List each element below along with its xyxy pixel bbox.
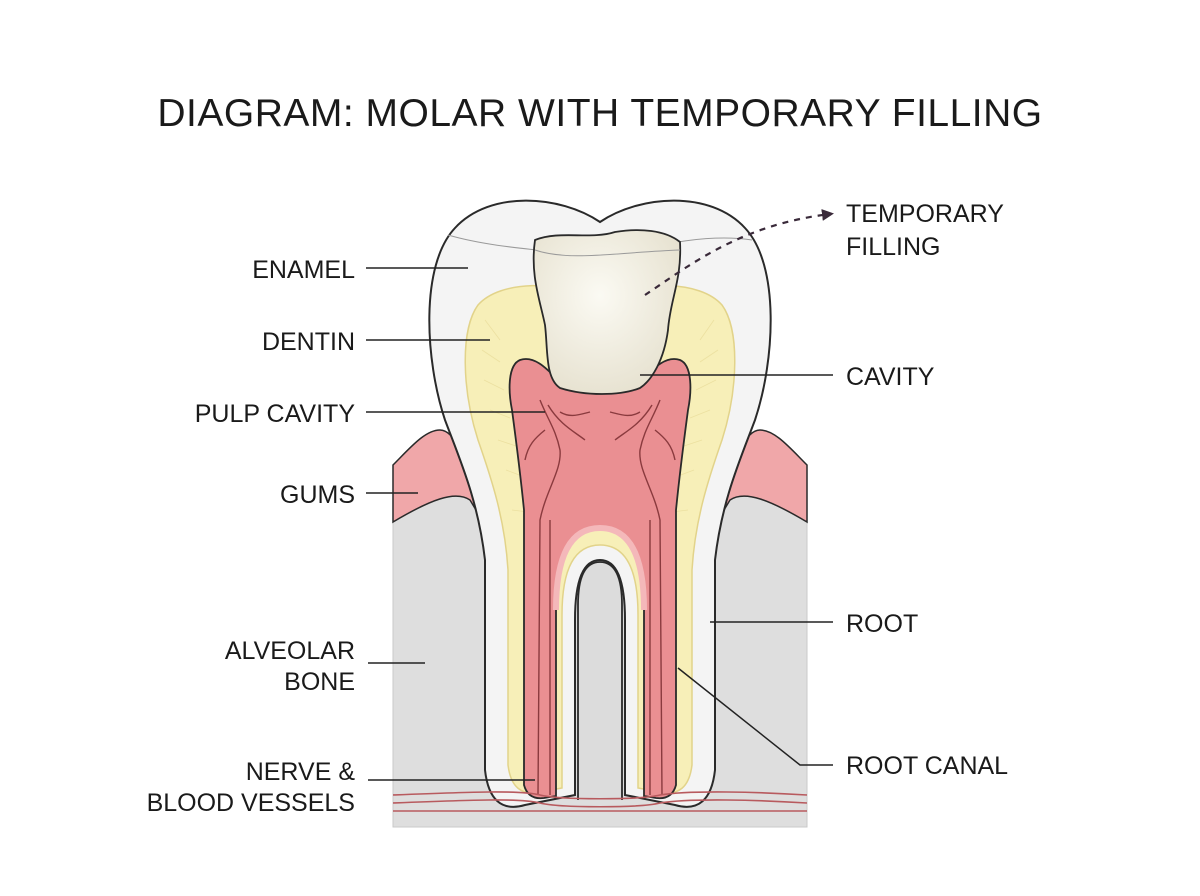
- root-arch: [577, 561, 623, 800]
- label-pulp-cavity: PULP CAVITY: [195, 400, 356, 428]
- label-alveolar-bone-2: BONE: [284, 668, 355, 696]
- label-root: ROOT: [846, 610, 918, 638]
- label-alveolar-bone-1: ALVEOLAR: [225, 637, 355, 665]
- label-enamel: ENAMEL: [252, 256, 355, 284]
- leader-temporary-filling: [644, 209, 834, 296]
- label-gums: GUMS: [280, 481, 355, 509]
- filling-surface-line: [534, 249, 681, 257]
- label-dentin: DENTIN: [262, 328, 355, 356]
- nerve-vessels: [524, 399, 676, 796]
- page-title: DIAGRAM: MOLAR WITH TEMPORARY FILLING: [157, 92, 1042, 135]
- pulp-inner-highlight: [553, 524, 647, 611]
- label-temporary-filling-1: TEMPORARY: [846, 200, 1004, 228]
- label-cavity: CAVITY: [846, 363, 935, 391]
- label-nerve-2: BLOOD VESSELS: [147, 789, 355, 817]
- temporary-filling: [532, 229, 682, 395]
- label-root-canal: ROOT CANAL: [846, 752, 1008, 780]
- nerve-bundle-base: [392, 791, 808, 812]
- leader-root-canal: [677, 667, 833, 766]
- label-temporary-filling-2: FILLING: [846, 233, 940, 261]
- label-nerve-1: NERVE &: [246, 758, 356, 786]
